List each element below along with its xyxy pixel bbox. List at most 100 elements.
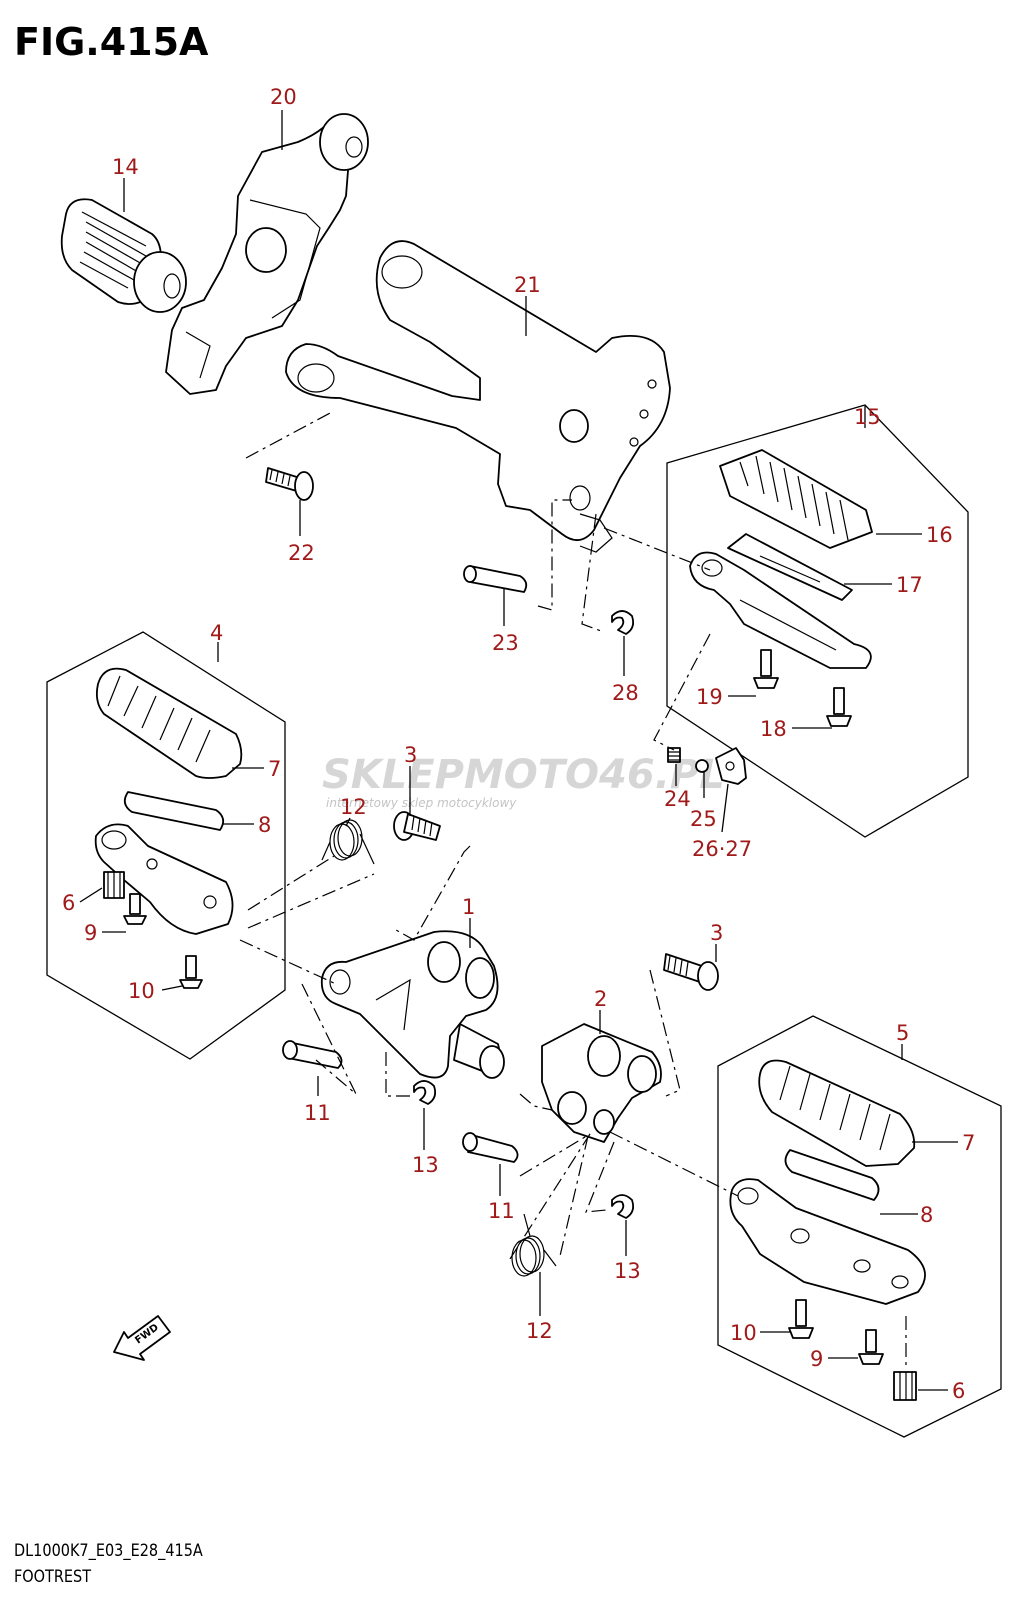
footrest-rubber-7-right-ribs [779,1065,891,1151]
footrest-rubber-7-right [758,1059,916,1167]
bolt-9-right-head [858,1353,884,1365]
mount-hole [639,409,649,419]
callout-12-upper: 12 [340,795,367,819]
bracket-rib [249,199,321,319]
pin-11-right [462,1132,519,1163]
spring-12-upper-legs [321,833,375,865]
nut-6-right [893,1371,917,1401]
callout-12-lower: 12 [526,1319,553,1343]
assembly-line [239,939,337,985]
bolt-9-right-shank [865,1329,877,1353]
callout-8-left: 8 [258,813,271,837]
footpeg-14-end-cap [133,251,187,313]
bolt-3-upper-thread [411,815,433,837]
callout-21: 21 [514,273,541,297]
assembly-line [559,1135,589,1257]
watermark-brand: SKLEPMOTO46.PL [322,752,725,798]
assembly-line [395,845,471,941]
callout-16: 16 [926,523,953,547]
bolt-3-upper [393,811,441,841]
bolt-19-head [753,677,779,689]
callout-11-left: 11 [304,1101,331,1125]
spring-12-lower-coil [519,1235,545,1273]
bolt-9-left [123,893,147,925]
callout-11-right: 11 [488,1199,515,1223]
callout-22: 22 [288,541,315,565]
bracket-21-pivot-hole [559,409,589,443]
bolt-10-left-shank [185,955,197,979]
leader-lines [79,110,958,1391]
callout-14: 14 [112,155,139,179]
bolt-22-head [294,471,314,501]
pin-11-right-head [462,1132,478,1152]
pin-11-right-body [467,1133,519,1163]
plate-8-right [784,1149,880,1201]
callout-6-right: 6 [952,1379,965,1403]
leader-line [79,887,103,903]
footrest-arm-15 [689,551,872,669]
footrest-rubber-7-left-ribs [107,675,211,763]
footrest-bracket-assembly-14-20 [60,113,369,395]
callout-26-27: 26·27 [692,837,752,861]
bolt-10-right [788,1299,814,1339]
spring-12-upper-coil [333,821,359,859]
group-box-15 [666,404,969,838]
footpeg-14-end-hole [163,273,181,299]
pin-11-left-body [287,1041,343,1069]
callout-15: 15 [854,405,881,429]
pin-23-body [469,565,528,593]
watermark-tagline: internetowy sklep motocyklowy [326,796,517,810]
bolt-10-left [179,955,203,989]
footrest-rubber-7-left [95,667,243,779]
e-clip-28 [611,610,635,635]
footrest-arm-15-eye [701,559,723,577]
callout-1: 1 [462,895,475,919]
callout-7-left: 7 [268,757,281,781]
bracket-21-lower-hole [569,485,591,511]
group-box-4 [46,631,286,1060]
footrest-arm-4-hole [146,858,158,870]
callout-3-lower: 3 [710,921,723,945]
forward-arrow-icon: FWD [113,1315,171,1361]
assembly-line [507,1133,591,1263]
bracket-2-boss [587,1035,621,1077]
bolt-9-left-head [123,915,147,925]
diagram-name: FOOTREST [14,1567,92,1587]
assembly-line [245,411,333,459]
footrest-arm-4-eye [101,830,127,850]
model-code: DL1000K7_E03_E28_415A [14,1541,203,1561]
callout-9-left: 9 [84,921,97,945]
footrest-arm-5-hole-2 [853,1259,871,1273]
pin-23-head [463,565,477,583]
assembly-line [301,983,357,1095]
bolt-18 [826,687,852,727]
callout-20: 20 [270,85,297,109]
leader-line [345,817,351,827]
bracket-2-eye [557,1091,587,1125]
assembly-line [247,873,375,929]
footrest-assembly-5 [729,1059,926,1305]
bracket-1-boss [427,941,461,983]
callout-3-upper: 3 [404,743,417,767]
mount-hole [647,379,657,389]
bolt-18-shank [833,687,845,715]
pin-11-left-head [282,1040,298,1060]
callout-10-left: 10 [128,979,155,1003]
callouts: 20 14 21 22 23 28 15 16 17 19 18 24 25 2… [62,85,975,1403]
leader-line [161,985,183,991]
footrest-arm-5-hole-3 [891,1275,909,1289]
group-box-5 [717,1015,1002,1438]
footrest-assembly-15 [689,449,873,669]
spring-12-lower-legs [523,1213,557,1267]
bolt-9-left-shank [129,893,141,915]
bracket-lower-slot [185,331,211,379]
callout-5: 5 [896,1021,909,1045]
e-clip-13-right [611,1194,635,1219]
bracket-1-eye [329,969,351,995]
nut-6-left-facets [107,872,121,898]
bolt-10-left-head [179,979,203,989]
callout-17: 17 [896,573,923,597]
assembly-line [609,1131,739,1197]
bracket-21-tab [579,513,613,553]
